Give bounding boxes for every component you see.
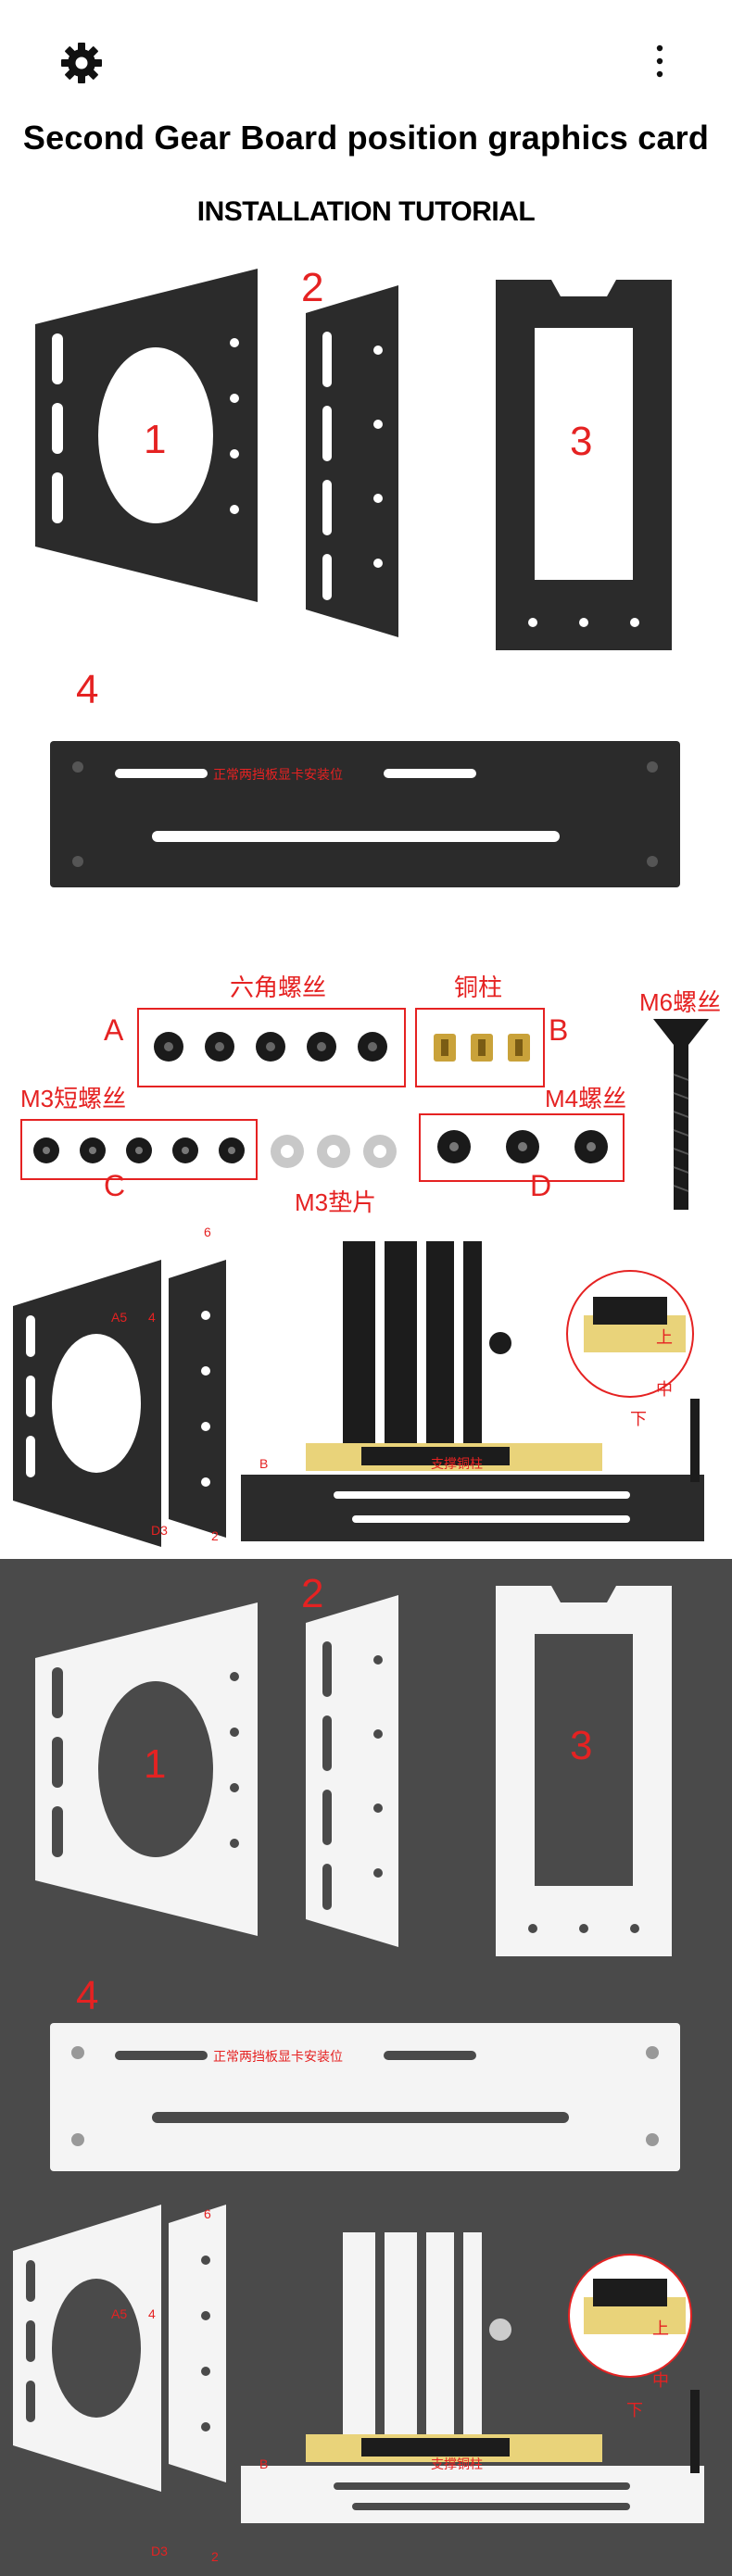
white-assembly-label-b: B xyxy=(259,2457,269,2471)
assembly-label-a5: A5 xyxy=(111,1310,128,1325)
assembly-bracket-note: 支撑铜柱 xyxy=(431,1456,483,1471)
group-d-label: D xyxy=(530,1169,552,1202)
m6-screw-image xyxy=(653,1019,709,1210)
assembly-bracket-black xyxy=(13,1260,226,1547)
page-title: Second Gear Board position graphics card xyxy=(22,119,710,157)
white-assembly-label-down: 下 xyxy=(626,2401,643,2419)
assembly-riser-black xyxy=(241,1241,704,1541)
hex-screws-label: 六角螺丝 xyxy=(230,974,327,1001)
m3-short-screw-label: M3短螺丝 xyxy=(20,1085,127,1112)
part-1-label: 1 xyxy=(144,417,167,462)
more-vertical-icon[interactable] xyxy=(649,39,671,87)
white-part-2-label: 2 xyxy=(301,1571,324,1616)
part-4-label: 4 xyxy=(76,667,99,712)
m6-screw-label: M6螺丝 xyxy=(639,988,722,1016)
part-2-bracket-black xyxy=(306,285,398,637)
part-3-label: 3 xyxy=(570,419,593,464)
part-4-base-plate-black xyxy=(50,741,680,887)
copper-pillar-label: 铜柱 xyxy=(454,974,503,1001)
m3-short-screw-box xyxy=(20,1119,258,1180)
white-assembly-bracket-note: 支撑铜柱 xyxy=(431,2457,483,2471)
assembly-label-down: 下 xyxy=(630,1410,647,1428)
white-part-1-label: 1 xyxy=(144,1741,167,1787)
assembly-label-mid: 中 xyxy=(656,1380,673,1399)
white-part-4-slot-note: 正常两挡板显卡安装位 xyxy=(213,2049,343,2064)
part-4-base-plate-white xyxy=(50,2023,680,2171)
group-b-label: B xyxy=(549,1013,569,1047)
assembly-label-d3: D3 xyxy=(151,1523,168,1538)
group-c-label: C xyxy=(104,1169,126,1202)
m3-washers-image xyxy=(271,1135,397,1168)
white-part-4-label: 4 xyxy=(76,1973,99,2018)
part-2-label: 2 xyxy=(301,265,324,310)
white-assembly-label-6: 6 xyxy=(204,2206,211,2221)
part-1-bracket-white xyxy=(35,1602,258,1936)
part-3-bracket-black xyxy=(496,280,672,650)
hex-screws-box xyxy=(137,1008,406,1087)
assembly-label-6: 6 xyxy=(204,1225,211,1239)
white-assembly-label-mid: 中 xyxy=(652,2371,669,2390)
assembly-label-4: 4 xyxy=(148,1310,156,1325)
white-assembly-label-4: 4 xyxy=(148,2306,156,2321)
part-3-bracket-white xyxy=(496,1586,672,1956)
white-assembly-label-up: 上 xyxy=(652,2319,669,2338)
assembly-label-2: 2 xyxy=(211,1528,219,1543)
gear-icon[interactable] xyxy=(57,39,106,87)
assembly-label-b: B xyxy=(259,1456,269,1471)
top-bar xyxy=(0,0,732,111)
assembly-bracket-white xyxy=(13,2205,226,2492)
white-assembly-label-2: 2 xyxy=(211,2549,219,2564)
m4-screw-label: M4螺丝 xyxy=(545,1085,627,1112)
white-part-3-label: 3 xyxy=(570,1723,593,1768)
m3-washer-label: M3垫片 xyxy=(295,1188,377,1216)
part-2-bracket-white xyxy=(306,1595,398,1947)
part-1-bracket-black xyxy=(35,269,258,602)
m4-screw-box xyxy=(419,1113,625,1182)
white-assembly-label-d3: D3 xyxy=(151,2544,168,2558)
copper-pillar-box xyxy=(415,1008,545,1087)
assembly-riser-white xyxy=(241,2232,704,2523)
group-a-label: A xyxy=(104,1013,124,1047)
white-assembly-label-a5: A5 xyxy=(111,2306,128,2321)
assembly-label-up: 上 xyxy=(656,1328,673,1347)
part-4-slot-note: 正常两挡板显卡安装位 xyxy=(213,767,343,782)
page-subtitle: INSTALLATION TUTORIAL xyxy=(196,196,536,227)
